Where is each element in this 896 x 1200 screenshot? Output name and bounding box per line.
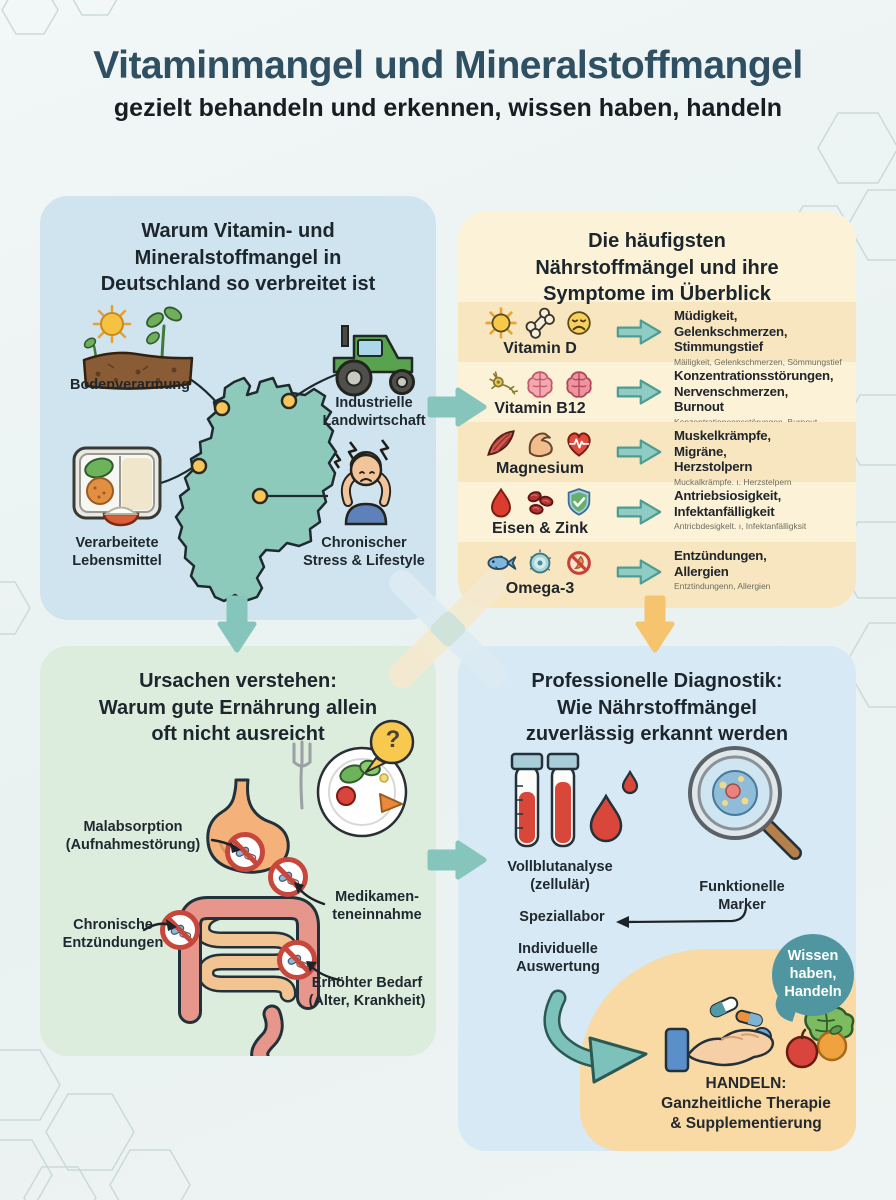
deficiency-row-omega-3: Omega-3 Entzündungen, Allergien Entztind…	[458, 542, 856, 608]
shield-check-icon	[561, 485, 597, 521]
panel-diagnostics: Professionelle Diagnostik: Wie Nährstoff…	[458, 646, 856, 1151]
symptoms-text: Konzentrationsstörungen, Nervenschmerzen…	[674, 368, 834, 415]
sad-face-icon	[561, 305, 597, 341]
prohibition-badge-icon	[280, 943, 315, 978]
curved-arrow-icon	[543, 989, 648, 1084]
blood-cells-icon	[522, 485, 558, 521]
symptoms-text: Entzündungen, Allergien	[674, 548, 767, 579]
label-speziallabor: Speziallabor	[519, 909, 605, 925]
label-vollblutanalyse: Vollblutanalyse (zellulär)	[507, 859, 613, 894]
nutrient-name: Vitamin D	[503, 340, 577, 357]
map-marker-dot	[251, 487, 269, 505]
symptoms-text: Antriebsiosigkeit, Infektanfälligkeit	[674, 488, 782, 519]
fish-icon	[483, 545, 519, 581]
label-erhoehter-bedarf: Erhöhter Bedarf (Alter, Krankheit)	[308, 975, 426, 1010]
tractor-icon	[332, 325, 415, 397]
diagnostics-illustration	[510, 746, 855, 1084]
arrow-right-icon	[613, 497, 665, 527]
allergy-ban-icon	[561, 545, 597, 581]
cell-icon	[522, 545, 558, 581]
hand-pills-icon	[664, 996, 775, 1073]
label-bodenverarmung: Bodenverarmung	[69, 377, 191, 393]
nutrient-name: Vitamin B12	[494, 400, 586, 417]
sun-icon	[483, 305, 519, 341]
label-individuelle-auswertung: Individuelle Auswertung	[516, 941, 600, 976]
deficiency-row-magnesium: Magnesium Muskelkrämpfe, Migräne, Herzst…	[458, 422, 856, 487]
panel-causes-germany-heading: Warum Vitamin- und Mineralstoffmangel in…	[100, 220, 376, 296]
arrow-right-icon	[613, 317, 665, 347]
digestive-illustration	[142, 719, 415, 1056]
deficiency-row-vitamin-b12: Vitamin B12 Konzentrationsstörungen, Ner…	[458, 362, 856, 427]
nutrient-name: Omega-3	[505, 580, 575, 597]
small-intestine-icon	[193, 901, 299, 1003]
panel-deficiencies: Die häufigsten Nährstoffmängel und ihre …	[458, 212, 856, 608]
symptoms-text: Muskelkrämpfe, Migräne, Herzstolpern	[674, 428, 771, 475]
header: Vitaminmangel und Mineralstoffmangel gez…	[0, 0, 896, 123]
symptoms-subtext: Muckalkrämpfe. ı. Herzstelpern	[674, 476, 792, 487]
symptoms-subtext: Kenzentrationeonsstörungen, Burnout	[674, 417, 852, 427]
label-malabsorption: Malabsorption (Aufnahmestörung)	[65, 819, 201, 854]
arrow-right-icon	[613, 377, 665, 407]
muscle-icon	[483, 425, 519, 461]
label-industrielle-landwirtschaft: Industrielle Landwirtschaft	[322, 395, 426, 430]
test-tubes-icon	[510, 752, 639, 848]
lab-pointer-arrow	[616, 904, 748, 928]
magnifier-cell-icon	[688, 746, 802, 860]
symptoms-subtext: Mäiligkeit, Gelenkschmerzen, Sömmungstie…	[674, 356, 842, 367]
page-subtitle: gezielt behandeln und erkennen, wissen h…	[113, 94, 783, 122]
neuron-icon	[483, 365, 519, 401]
deficiency-row-eisen-zink: Eisen & Zink Antriebsiosigkeit, Infektan…	[458, 482, 856, 542]
plate-icon	[316, 746, 408, 838]
label-funktionelle-marker: Funktionelle Marker	[699, 879, 785, 914]
map-marker-dot	[190, 457, 208, 475]
map-marker-dots	[190, 392, 298, 505]
label-verarbeitete-lebensmittel: Verarbeitete Lebensmittel	[72, 535, 162, 570]
deficiency-row-vitamin-d: Vitamin D Müdigkeit, Gelenkschmerzen, St…	[458, 302, 856, 367]
panel-causes-nutrition: Ursachen verstehen: Warum gute Ernährung…	[40, 646, 436, 1056]
bone-icon	[522, 305, 558, 341]
produce-icon	[785, 1005, 855, 1069]
nutrient-name: Magnesium	[495, 460, 584, 477]
brain-icon	[561, 365, 597, 401]
wissen-haben-handeln-bubble: Wissen haben, Handeln	[772, 934, 854, 1016]
blood-drop-icon	[483, 485, 519, 521]
panel-deficiencies-heading: Die häufigsten Nährstoffmängel und ihre …	[535, 230, 779, 306]
fork-icon	[292, 740, 312, 810]
panel-diagnostics-heading: Professionelle Diagnostik: Wie Nährstoff…	[525, 670, 789, 746]
panel-causes-nutrition-heading: Ursachen verstehen: Warum gute Ernährung…	[98, 670, 378, 746]
nutrient-name: Eisen & Zink	[491, 520, 589, 537]
page-title: Vitaminmangel und Mineralstoffmangel	[93, 44, 803, 87]
question-mark: ?	[385, 726, 401, 753]
panel-causes-germany: Warum Vitamin- und Mineralstoffmangel in…	[40, 196, 436, 620]
label-chronische-entzuendungen: Chronische Entzündungen	[62, 917, 164, 952]
germany-map-illustration	[72, 304, 415, 603]
arrow-right-icon	[613, 557, 665, 587]
soil-depletion-icon	[82, 304, 194, 390]
symptoms-subtext: Entztindungenn, Allergien	[674, 581, 771, 592]
map-marker-dot	[280, 392, 298, 410]
label-medikamenteneinnahme: Medikamen- teneinnahme	[332, 889, 422, 924]
symptoms-subtext: Antricbdesigkelt. ı, Infektanfälligksit	[674, 521, 807, 532]
heart-ecg-icon	[561, 425, 597, 461]
map-marker-dot	[213, 399, 231, 417]
stress-person-icon	[333, 439, 392, 526]
label-handeln-action: HANDELN: Ganzheitliche Therapie & Supple…	[661, 1075, 831, 1132]
bicep-icon	[522, 425, 558, 461]
processed-food-icon	[72, 446, 162, 527]
brain-icon	[522, 365, 558, 401]
pointer-arrowheads	[166, 842, 317, 972]
label-chronischer-stress: Chronischer Stress & Lifestyle	[303, 535, 425, 570]
symptoms-text: Müdigkeit, Gelenkschmerzen, Stimmungstie…	[674, 308, 788, 355]
arrow-right-icon	[613, 437, 665, 467]
question-bubble-icon	[365, 719, 415, 773]
